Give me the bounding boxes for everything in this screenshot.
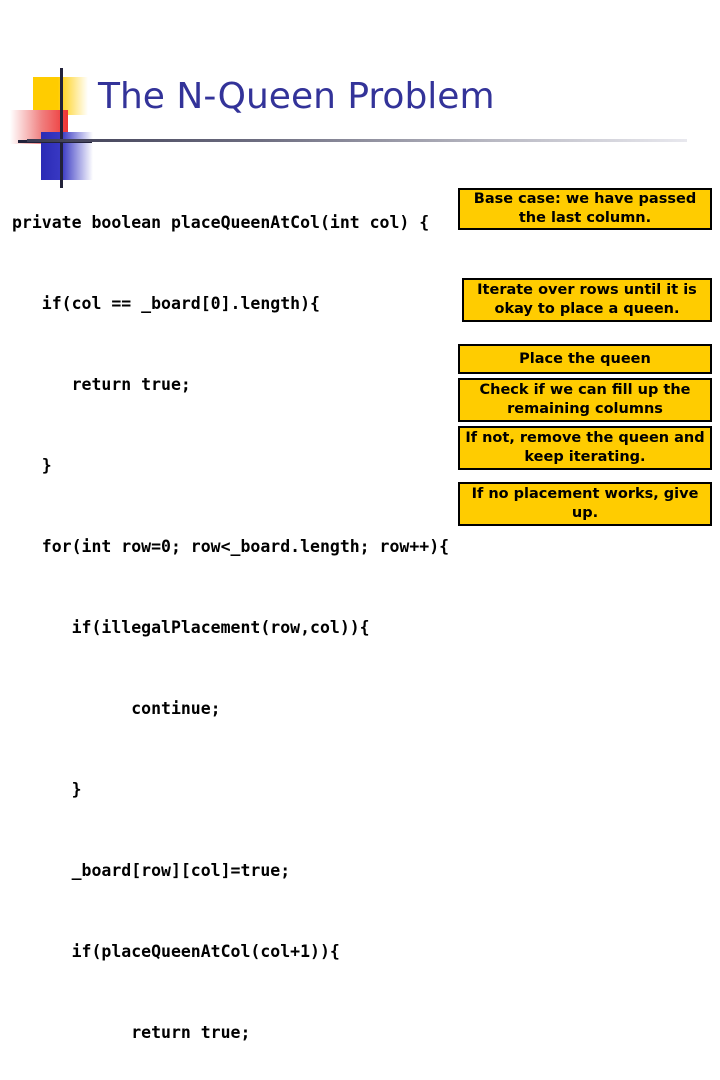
code-line: if(illegalPlacement(row,col)){ xyxy=(12,618,370,637)
callout-box: Check if we can fill up the remaining co… xyxy=(458,378,712,422)
slide-canvas: The N-Queen Problem private boolean plac… xyxy=(10,68,712,1042)
code-line: _board[row][col]=true; xyxy=(12,861,291,880)
code-line: if(col == _board[0].length){ xyxy=(12,294,320,313)
code-line: } xyxy=(12,780,82,799)
callout-box: If not, remove the queen and keep iterat… xyxy=(458,426,712,470)
code-line: continue; xyxy=(12,699,221,718)
callout-box: Place the queen xyxy=(458,344,712,374)
page-title: The N-Queen Problem xyxy=(98,76,495,117)
code-line: private boolean placeQueenAtCol(int col)… xyxy=(12,213,430,232)
code-line: return true; xyxy=(12,375,191,394)
callout-box: Base case: we have passed the last colum… xyxy=(458,188,712,230)
callout-box: If no placement works, give up. xyxy=(458,482,712,526)
title-underline-rule xyxy=(27,139,687,142)
callout-box: Iterate over rows until it is okay to pl… xyxy=(462,278,712,322)
code-line: if(placeQueenAtCol(col+1)){ xyxy=(12,942,340,961)
code-line: for(int row=0; row<_board.length; row++)… xyxy=(12,537,450,556)
code-line: } xyxy=(12,456,52,475)
code-line: return true; xyxy=(12,1023,251,1042)
yellow-square-decoration xyxy=(33,77,88,115)
